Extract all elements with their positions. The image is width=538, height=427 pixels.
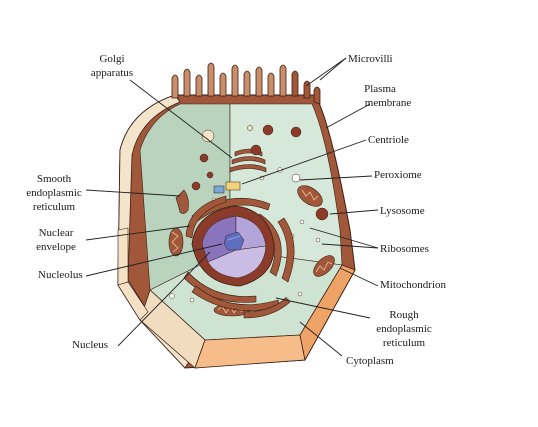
mitochondrion-left (168, 227, 184, 257)
lysosome (315, 207, 329, 221)
label-plasma-line-1: Plasma (364, 83, 396, 95)
membrane-right-orange (299, 264, 356, 362)
label-microvilli: Microvilli (348, 53, 393, 65)
label-lysosome: Lysosome (380, 205, 425, 217)
label-nucleolus: Nucleolus (38, 269, 83, 281)
label-rough-line-3: reticulum (383, 337, 426, 349)
label-smooth-line-3: reticulum (33, 201, 76, 213)
membrane-left-block-1 (117, 227, 129, 286)
label-ribosomes: Ribosomes (380, 243, 429, 255)
nucleoplasm-floor (207, 245, 267, 279)
label-golgi-line-1: Golgi (99, 53, 124, 65)
membrane-bottom-orange (194, 334, 306, 369)
leader-lines (85, 57, 379, 357)
label-centriole: Centriole (368, 134, 409, 146)
membrane-left-block-2 (117, 281, 149, 321)
nucleus (191, 205, 275, 287)
microvilli (171, 62, 321, 105)
mitochondrion-right-top (297, 185, 323, 207)
label-golgi-line-2: apparatus (91, 67, 133, 79)
rough-er (183, 195, 295, 319)
mitochondrion-right-bottom (313, 255, 335, 277)
label-nuclear-envelope-line-2: envelope (36, 241, 76, 253)
labels: Golgi apparatus Microvilli Plasma membra… (26, 53, 446, 367)
label-smooth-line-2: endoplasmic (26, 187, 82, 199)
label-plasma-line-2: membrane (365, 97, 412, 109)
label-rough-line-2: endoplasmic (376, 323, 432, 335)
peroxisome (291, 173, 301, 183)
label-smooth-line-1: Smooth (37, 173, 72, 185)
vesicles (191, 124, 302, 191)
centriole (213, 181, 241, 194)
label-cytoplasm: Cytoplasm (346, 355, 394, 367)
label-rough-line-1: Rough (389, 309, 419, 321)
label-nucleus: Nucleus (72, 339, 108, 351)
label-nuclear-envelope-line-1: Nuclear (39, 227, 74, 239)
label-peroxiome: Peroxiome (374, 169, 422, 181)
label-mitochondrion: Mitochondrion (380, 279, 446, 291)
